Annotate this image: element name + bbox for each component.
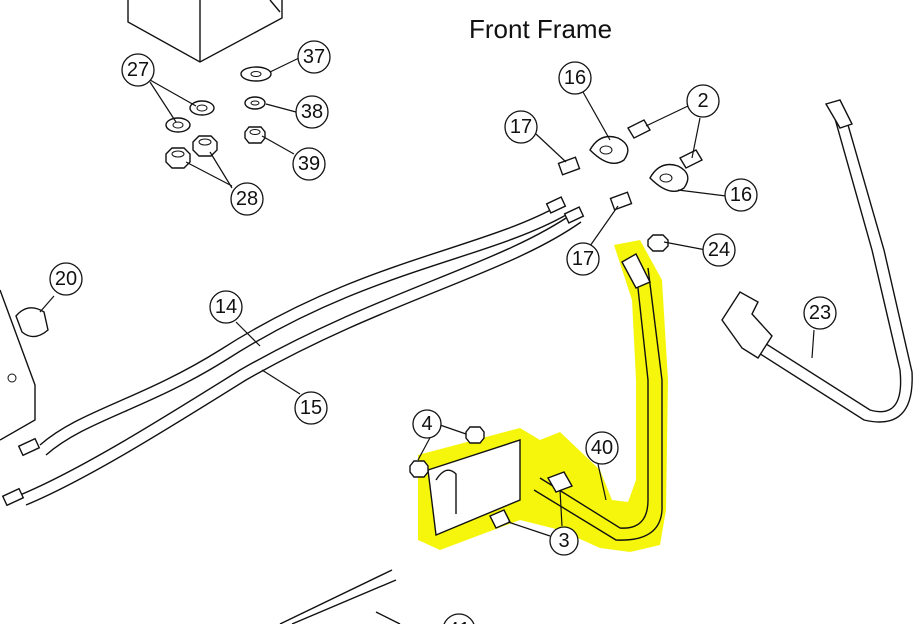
callout-17-top: 17	[504, 110, 538, 144]
callout-27: 27	[121, 53, 155, 87]
callout-label: 39	[298, 153, 320, 175]
bottom-rod	[279, 569, 401, 624]
callout-2: 2	[686, 84, 720, 118]
callout-label: 40	[591, 437, 613, 459]
callout-label: 23	[809, 302, 831, 324]
callout-label: 15	[300, 397, 322, 419]
leader-lines	[39, 57, 815, 537]
callout-label: 20	[55, 268, 77, 290]
callout-label: 16	[730, 184, 752, 206]
callout-label: 17	[510, 116, 532, 138]
callout-label: 28	[236, 188, 258, 210]
callout-label: 41	[448, 619, 470, 624]
left-plate	[0, 289, 49, 441]
callout-17-bottom: 17	[566, 242, 600, 276]
hardware-37-39	[240, 66, 272, 144]
frame-part-40	[409, 253, 663, 541]
callout-37: 37	[297, 40, 331, 74]
fittings-group	[557, 119, 703, 252]
container-box	[127, 0, 283, 63]
callout-3: 3	[549, 526, 579, 556]
callout-14: 14	[209, 290, 243, 324]
callout-24: 24	[702, 233, 736, 267]
callout-16-bottom: 16	[724, 178, 758, 212]
callout-41: 41	[443, 613, 475, 624]
callout-label: 14	[215, 296, 237, 318]
hydraulic-hoses	[1, 196, 585, 507]
callout-28: 28	[230, 182, 264, 216]
callout-39: 39	[292, 147, 326, 181]
callout-15: 15	[294, 391, 328, 425]
callout-38: 38	[295, 95, 329, 129]
callout-label: 27	[127, 59, 149, 81]
callout-16-top: 16	[558, 61, 592, 95]
callout-40: 40	[585, 431, 619, 465]
callout-label: 17	[572, 248, 594, 270]
callout-label: 24	[708, 239, 730, 261]
callout-4: 4	[412, 409, 442, 439]
callout-label: 37	[303, 46, 325, 68]
hardware-27-28	[165, 100, 218, 169]
frame-part-23	[721, 99, 913, 423]
callout-label: 2	[697, 90, 708, 112]
callout-label: 16	[564, 67, 586, 89]
callout-label: 3	[558, 530, 569, 552]
callout-23: 23	[803, 296, 837, 330]
diagram-title: Front Frame	[469, 14, 612, 44]
callout-label: 38	[301, 101, 323, 123]
callout-20: 20	[49, 262, 83, 296]
callout-label: 4	[421, 413, 432, 435]
